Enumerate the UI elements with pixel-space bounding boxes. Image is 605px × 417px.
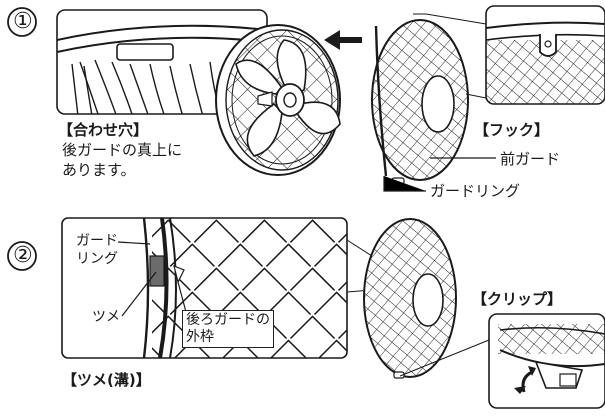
- rear-outer-leader: [177, 281, 187, 313]
- clip-inset: [488, 313, 605, 409]
- tsume-leader: [121, 271, 157, 317]
- rear-guard-outer-label: 後ろガードの 外枠: [182, 310, 274, 348]
- tsume-inset: [61, 217, 373, 359]
- step1-marker: ①: [13, 9, 33, 34]
- rear-guard-outer-line2: 外枠: [186, 329, 214, 345]
- rear-guard-outer-line1: 後ろガードの: [186, 312, 270, 328]
- arrow-left-icon-head: [324, 30, 340, 50]
- tsume-groove-title: 【ツメ(溝)】: [62, 371, 151, 389]
- step1-marker-circle: [7, 7, 37, 37]
- clip-title: 【クリップ】: [472, 290, 563, 308]
- step2-marker: ②: [13, 243, 33, 268]
- front-guard-1: [371, 13, 469, 185]
- alignment-hole-desc-2: あります。: [62, 161, 136, 179]
- guard-ring-short-leader: [117, 241, 151, 245]
- guard-ring-label: ガードリング: [430, 182, 521, 200]
- front-guard-2: [363, 218, 490, 379]
- hook-title: 【フック】: [474, 121, 550, 139]
- step2-marker-circle: [7, 241, 37, 271]
- alignment-hole-title: 【合わせ穴】: [58, 121, 149, 139]
- guard-ring-leader: [383, 176, 426, 192]
- alignment-hole-desc-1: 後ガードの真上に: [62, 141, 183, 159]
- guard-ring-short-line2: リング: [76, 251, 118, 267]
- hook-inset: [425, 5, 605, 105]
- rear-guard-fan: [215, 24, 341, 176]
- rotate-arrow-icon: [514, 366, 536, 394]
- tsume-label: ツメ: [92, 309, 120, 325]
- guard-ring-short-line1: ガード: [76, 233, 118, 249]
- front-guard-label: 前ガード: [500, 150, 561, 168]
